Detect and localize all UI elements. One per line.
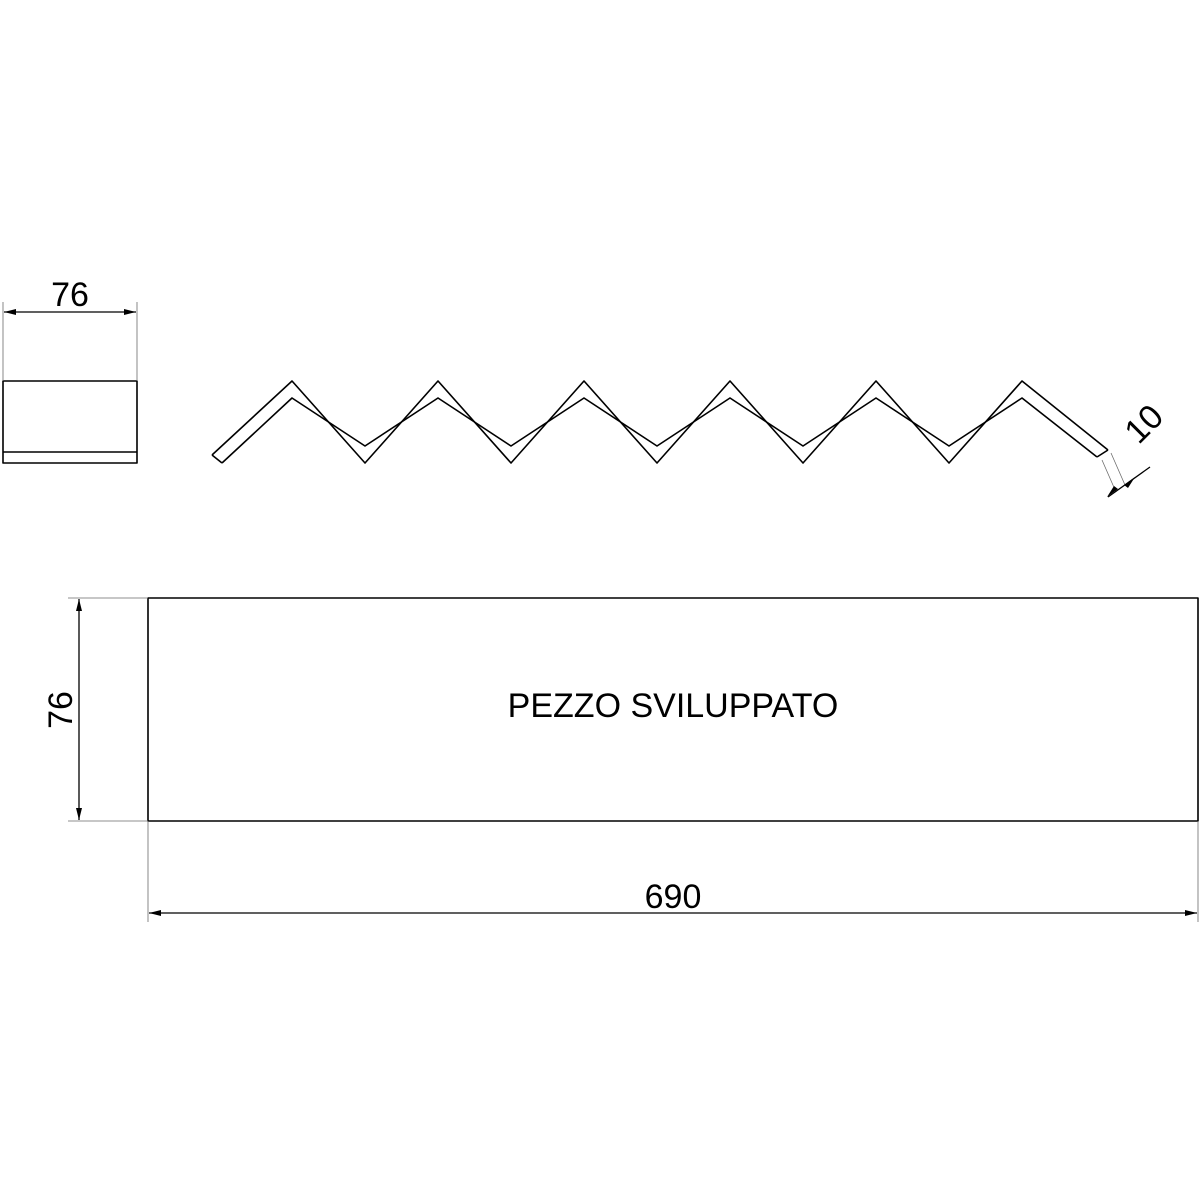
length-label: 690 — [645, 878, 702, 916]
side-view-block — [2, 380, 138, 464]
developed-piece-view: PEZZO SVILUPPATO 76 690 — [42, 597, 1199, 922]
developed-piece-label: PEZZO SVILUPPATO — [508, 687, 839, 725]
profile-view: 10 — [211, 380, 1171, 498]
zigzag-profile-outer — [211, 380, 1109, 464]
zigzag-profile-inner — [221, 397, 1098, 464]
side-view: 76 — [2, 276, 138, 464]
side-view-width-label: 76 — [51, 276, 89, 314]
thickness-extension-2 — [1110, 452, 1126, 486]
developed-piece-rectangle — [147, 597, 1199, 822]
height-label: 76 — [42, 691, 80, 729]
thickness-arrow-1 — [1107, 486, 1118, 497]
profile-finish-end-cap — [1096, 449, 1109, 458]
thickness-label: 10 — [1117, 397, 1171, 451]
thickness-arrow-2 — [1124, 477, 1135, 488]
profile-start-end-cap — [211, 454, 223, 464]
